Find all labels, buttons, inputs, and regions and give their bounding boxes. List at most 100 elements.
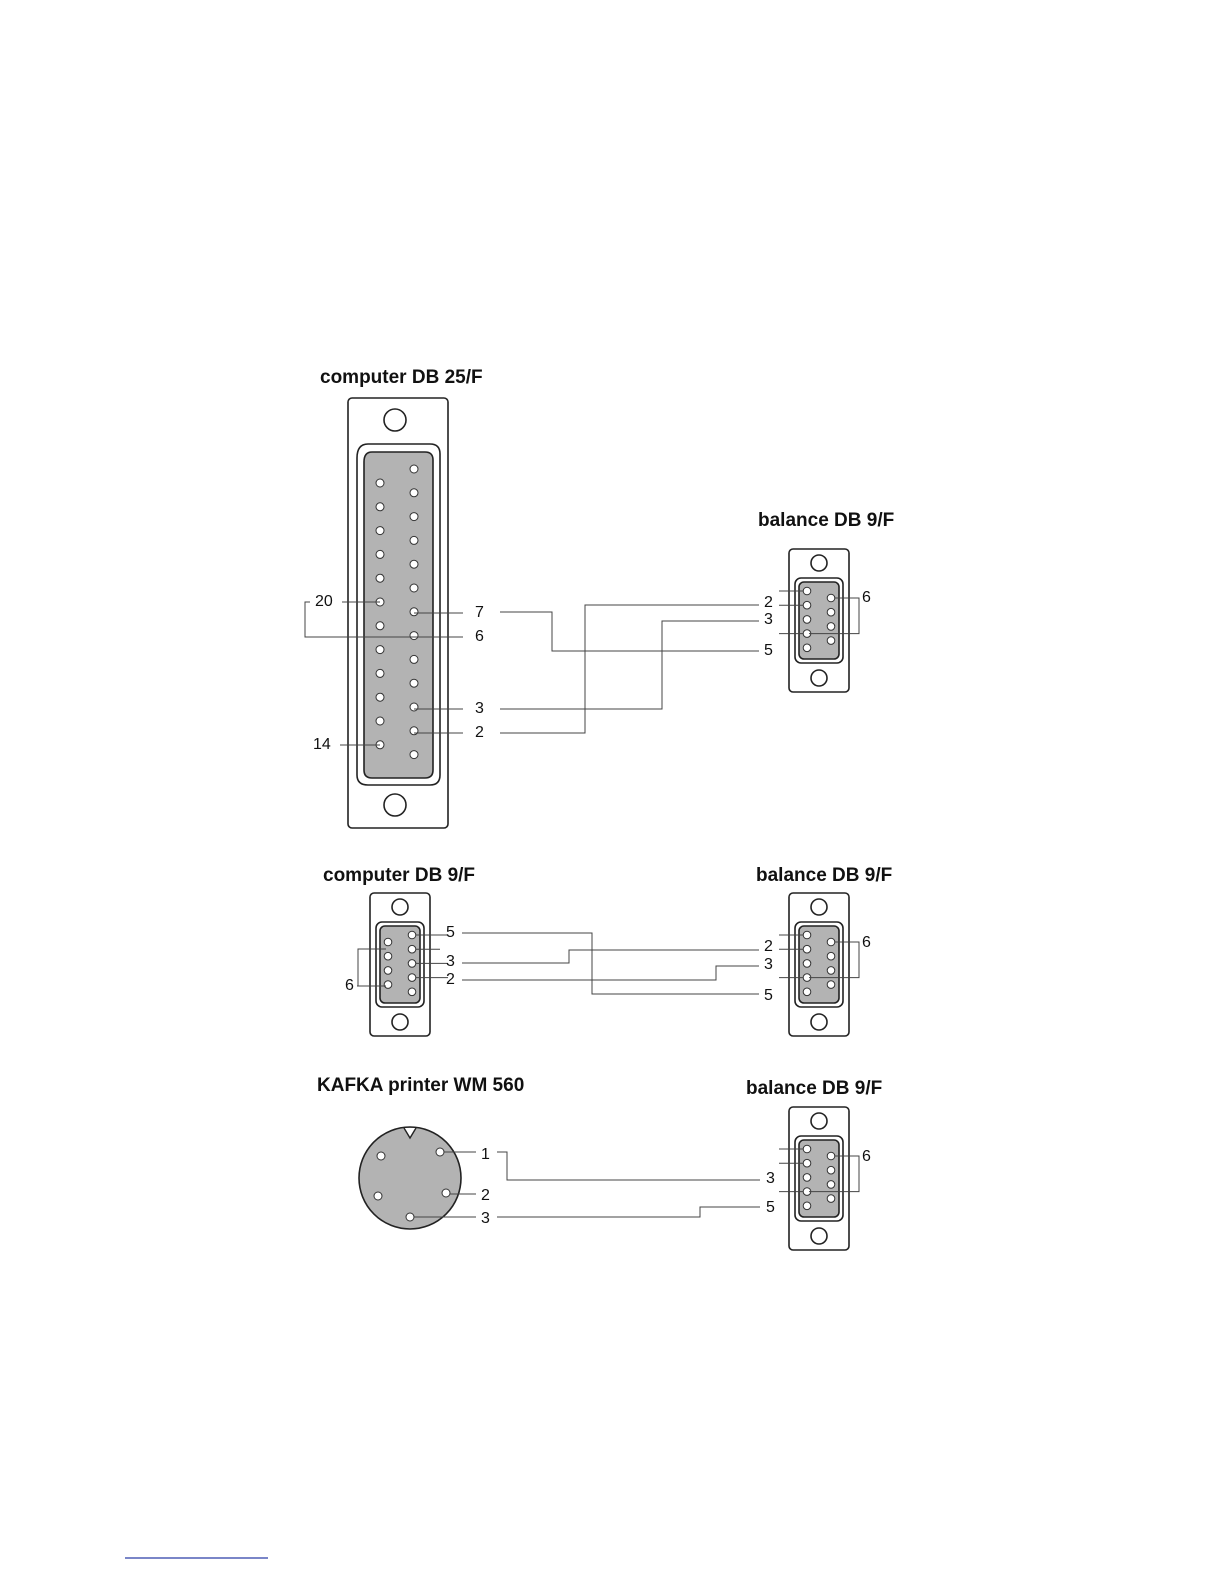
balance-pin-label: 3: [764, 611, 773, 628]
db25-pin-hole: [410, 489, 418, 497]
db9-pin-hole: [408, 931, 416, 939]
balance-pin-label: 6: [862, 934, 871, 951]
db9-mount-hole-bottom: [392, 1014, 408, 1030]
db25-pin-hole: [410, 751, 418, 759]
db9-pin-hole: [827, 938, 835, 946]
db9-pin-hole: [827, 1181, 835, 1189]
db25-pin-hole: [376, 646, 384, 654]
db25-pin-label: 20: [315, 593, 333, 610]
din-pin-hole: [442, 1189, 450, 1197]
db25-pin-hole: [410, 727, 418, 735]
db25-pin-hole: [410, 655, 418, 663]
db9-pin-hole: [827, 594, 835, 602]
db25-pin-hole: [376, 479, 384, 487]
db9-pin-hole: [827, 608, 835, 616]
db9-pin-hole: [803, 1159, 811, 1167]
db9-pin-hole: [384, 981, 392, 989]
db25-pin-hole: [376, 574, 384, 582]
db25-pin-hole: [410, 560, 418, 568]
db9-pin-hole: [803, 616, 811, 624]
db9-pin-hole: [803, 644, 811, 652]
db9-pin-hole: [803, 1202, 811, 1210]
db25-face: [364, 452, 433, 778]
db25-pin-hole: [410, 679, 418, 687]
balance-db9-connector-1: [779, 549, 859, 692]
computer-pin-label: 5: [446, 924, 455, 941]
kafka-title: KAFKA printer WM 560: [317, 1075, 524, 1096]
db9-pin-hole: [408, 945, 416, 953]
db9-pin-hole: [827, 967, 835, 975]
kafka-din-connector: [359, 1127, 461, 1229]
db9-pin-hole: [803, 988, 811, 996]
db25-pin-hole: [376, 693, 384, 701]
balance-pin-label: 5: [766, 1199, 775, 1216]
db9-pin-hole: [384, 952, 392, 960]
db25-pin-label: 6: [475, 628, 484, 645]
db25-pin-hole: [410, 465, 418, 473]
balance-pin-label: 2: [764, 594, 773, 611]
db9-pin-hole: [827, 623, 835, 631]
db9-pin-hole: [384, 967, 392, 975]
db25-pin-hole: [376, 503, 384, 511]
db9-pin-hole: [827, 1152, 835, 1160]
db9-pin-hole: [803, 1145, 811, 1153]
balance-pin-label: 3: [766, 1170, 775, 1187]
db9-pin-hole: [803, 587, 811, 595]
db25-pin-hole: [376, 622, 384, 630]
db9-mount-hole-top: [811, 1113, 827, 1129]
db9-pin-hole: [408, 988, 416, 996]
balance-pin-label: 3: [764, 956, 773, 973]
db25-pin-hole: [410, 536, 418, 544]
db9-pin-hole: [803, 960, 811, 968]
balance-db9-connector-3: [779, 1107, 859, 1250]
din-pin-hole: [406, 1213, 414, 1221]
db9-pin-hole: [384, 938, 392, 946]
db25-pin-label: 3: [475, 700, 484, 717]
db9-pin-hole: [803, 1174, 811, 1182]
kafka-pin-label: 2: [481, 1187, 490, 1204]
balance-pin-label: 5: [764, 642, 773, 659]
computer-db9-title: computer DB 9/F: [323, 865, 475, 886]
balance-title-1: balance DB 9/F: [758, 510, 894, 531]
diagram-db25-to-db9: computer DB 25/F balance DB 9/F 20 6 7 3…: [305, 367, 894, 828]
db25-pin-hole: [376, 550, 384, 558]
db25-mount-hole-top: [384, 409, 406, 431]
din-pin-hole: [374, 1192, 382, 1200]
diagram-db9-to-db9: computer DB 9/F balance DB 9/F 5 3 2 6 2…: [323, 865, 892, 1036]
db9-pin-hole: [408, 974, 416, 982]
db25-title: computer DB 25/F: [320, 367, 483, 388]
balance-title-3: balance DB 9/F: [746, 1078, 882, 1099]
db25-pin-hole: [410, 513, 418, 521]
balance-db9-connector-2: [779, 893, 859, 1036]
db25-pin-hole: [410, 703, 418, 711]
db9-mount-hole-bottom: [811, 1014, 827, 1030]
db9-pin-hole: [827, 1195, 835, 1203]
db25-pin-hole: [376, 669, 384, 677]
db25-pin-label: 14: [313, 736, 331, 753]
computer-pin-label: 3: [446, 953, 455, 970]
db9-pin-hole: [803, 601, 811, 609]
db25-pin-hole: [410, 608, 418, 616]
computer-pin-label: 2: [446, 971, 455, 988]
db9-pin-hole: [408, 960, 416, 968]
balance-pin-label: 6: [862, 589, 871, 606]
diagram-kafka-to-db9: KAFKA printer WM 560 balance DB 9/F 1 2 …: [317, 1075, 882, 1250]
db9-mount-hole-bottom: [811, 670, 827, 686]
computer-db9-connector: [370, 893, 448, 1036]
balance-pin-label: 5: [764, 987, 773, 1004]
wires-diagram-3: [414, 1152, 760, 1217]
db9-mount-hole-top: [811, 899, 827, 915]
db25-pin-hole: [376, 527, 384, 535]
kafka-pin-label: 3: [481, 1210, 490, 1227]
kafka-pin-label: 1: [481, 1146, 490, 1163]
balance-pin-label: 6: [862, 1148, 871, 1165]
db25-pin-hole: [410, 632, 418, 640]
db9-mount-hole-top: [811, 555, 827, 571]
db9-pin-hole: [827, 1166, 835, 1174]
db25-pin-hole: [410, 584, 418, 592]
balance-title-2: balance DB 9/F: [756, 865, 892, 886]
db9-pin-hole: [803, 931, 811, 939]
db9-pin-hole: [827, 981, 835, 989]
